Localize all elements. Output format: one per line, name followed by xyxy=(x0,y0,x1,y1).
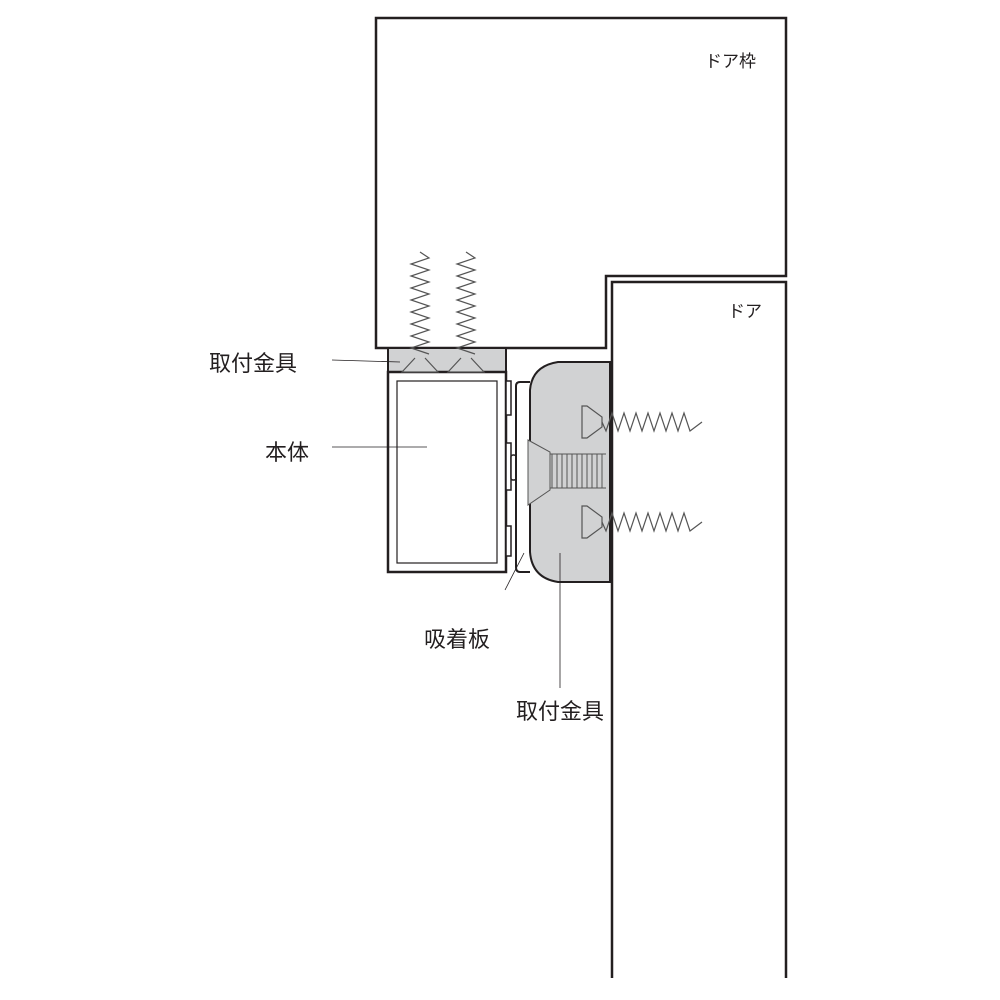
label-frame-bracket: 取付金具 xyxy=(209,352,298,377)
frame-screw-2 xyxy=(455,251,477,355)
label-door-frame: ドア枠 xyxy=(705,52,756,72)
center-screw-head xyxy=(527,439,551,506)
leader-frame-bracket xyxy=(331,359,401,363)
door-screw-1-head xyxy=(581,405,603,439)
leader-plate xyxy=(504,552,525,591)
door-outline xyxy=(610,280,788,978)
door-screw-2 xyxy=(601,511,703,533)
center-machine-screw xyxy=(550,453,606,489)
frame-screw-1 xyxy=(409,251,431,355)
label-attraction-plate: 吸着板 xyxy=(424,628,491,653)
door-screw-1 xyxy=(601,411,703,433)
body-tabs xyxy=(505,380,517,557)
frame-screw-1-head xyxy=(400,357,440,373)
label-body: 本体 xyxy=(265,441,310,466)
frame-screw-2-head xyxy=(446,357,486,373)
label-door: ドア xyxy=(728,302,762,322)
body-inner xyxy=(396,380,498,564)
label-door-bracket: 取付金具 xyxy=(516,700,605,725)
attraction-plate xyxy=(515,381,530,573)
door-screw-2-head xyxy=(581,505,603,539)
door-frame-outline xyxy=(374,16,788,350)
